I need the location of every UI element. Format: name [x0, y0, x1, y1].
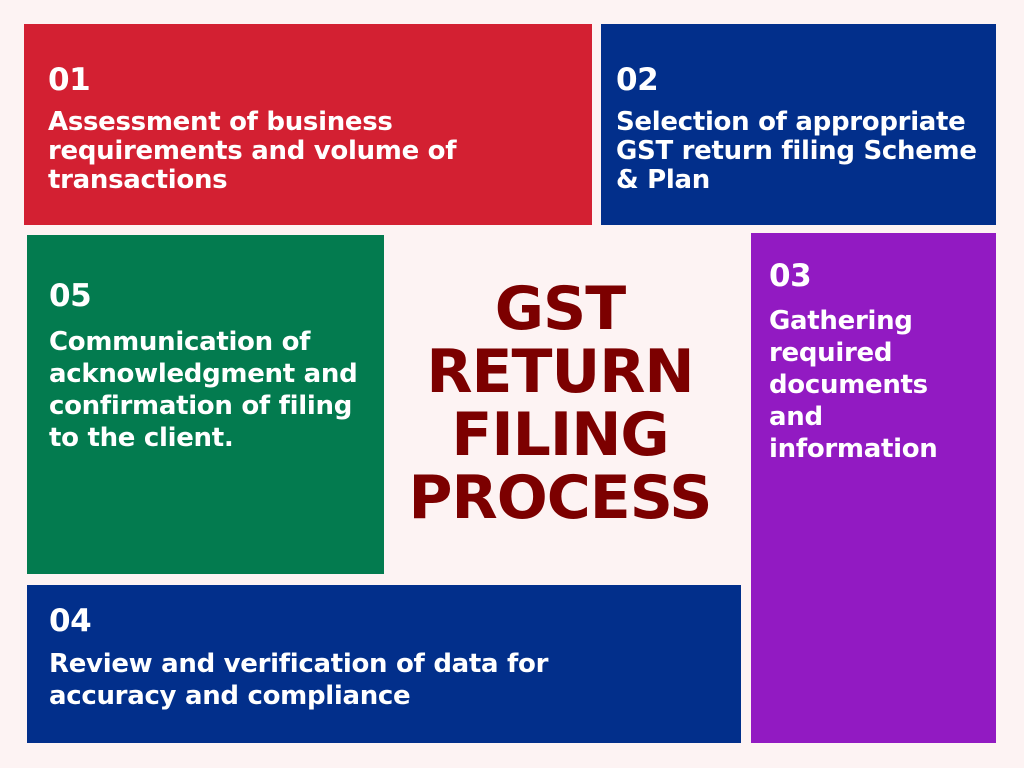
step-02-number: 02: [616, 62, 659, 98]
step-04-card: 04 Review and verification of data for a…: [27, 585, 741, 743]
step-03-number: 03: [769, 258, 812, 294]
step-04-number: 04: [49, 603, 92, 639]
step-05-text: Communication of acknowledgment and conf…: [49, 327, 358, 453]
title-line-1: GST: [494, 274, 626, 344]
step-04-text: Review and verification of data for accu…: [49, 649, 549, 711]
step-05-number: 05: [49, 278, 92, 314]
title-line-4: PROCESS: [408, 463, 713, 533]
step-03-text: Gathering required documents and informa…: [769, 306, 938, 464]
step-01-number: 01: [48, 62, 91, 98]
step-01-card: 01 Assessment of business requirements a…: [24, 24, 592, 225]
page-title: GST RETURN FILING PROCESS: [400, 278, 720, 530]
step-02-text: Selection of appropriate GST return fili…: [616, 107, 977, 195]
step-05-card: 05 Communication of acknowledgment and c…: [27, 235, 384, 574]
step-01-text: Assessment of business requirements and …: [48, 107, 457, 195]
title-line-2: RETURN: [426, 337, 694, 407]
step-03-card: 03 Gathering required documents and info…: [751, 233, 996, 743]
step-02-card: 02 Selection of appropriate GST return f…: [601, 24, 996, 225]
title-line-3: FILING: [451, 400, 669, 470]
